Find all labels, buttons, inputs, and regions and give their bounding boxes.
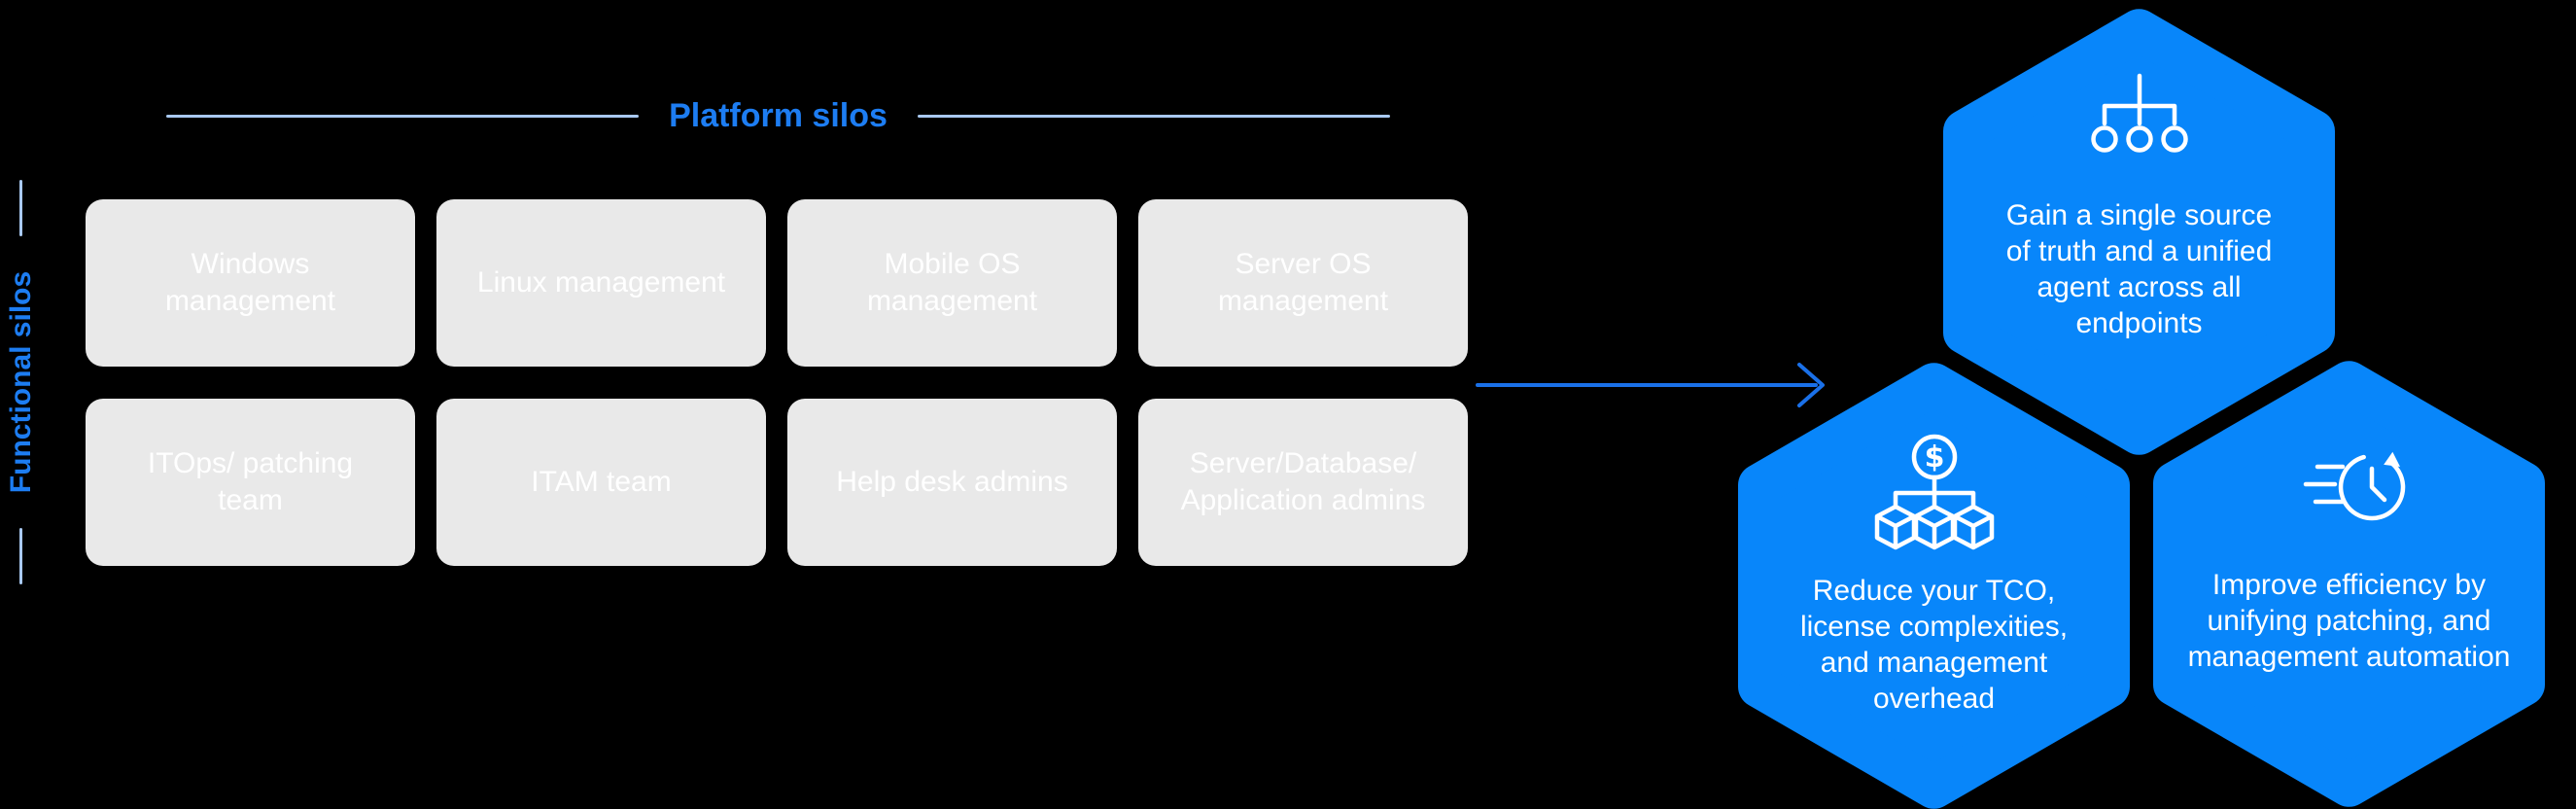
- silo-box-linux-management: Linux management: [436, 199, 766, 367]
- hexagon-shape: [2153, 361, 2545, 807]
- platform-silos-left-line: [166, 115, 639, 118]
- silo-box-server-database-application-admins: Server/Database/ Application admins: [1138, 399, 1468, 566]
- benefit-text-single-source: Gain a single source of truth and a unif…: [2005, 199, 2273, 339]
- benefit-hexagon-reduce-tco: $ Reduce your TCO, license complexities,…: [1738, 361, 2130, 809]
- svg-text:$: $: [1924, 440, 1944, 475]
- silo-box-itops-patching-team: ITOps/ patching team: [86, 399, 415, 566]
- benefit-text-improve-efficiency: Improve efficiency by unifying patching,…: [2187, 569, 2511, 673]
- cost-distribution-icon: $: [1874, 434, 1994, 550]
- platform-silos-label: Platform silos: [669, 97, 888, 134]
- functional-silos-top-line: [19, 180, 22, 236]
- silo-box-windows-management: Windows management: [86, 199, 415, 367]
- benefit-hexagon-improve-efficiency: Improve efficiency by unifying patching,…: [2153, 359, 2545, 809]
- hexagon-shape: [1738, 363, 2130, 809]
- speed-clock-icon: [2303, 451, 2405, 521]
- platform-silos-right-line: [918, 115, 1390, 118]
- silo-box-itam-team: ITAM team: [436, 399, 766, 566]
- functional-silos-bottom-line: [19, 528, 22, 584]
- silo-grid: Windows management Linux management Mobi…: [86, 199, 1468, 566]
- flow-arrow-icon: [1476, 363, 1825, 407]
- benefit-text-reduce-tco: Reduce your TCO, license complexities, a…: [1799, 575, 2069, 715]
- silo-box-mobile-os-management: Mobile OS management: [787, 199, 1117, 367]
- silo-box-help-desk-admins: Help desk admins: [787, 399, 1117, 566]
- silo-box-server-os-management: Server OS management: [1138, 199, 1468, 367]
- hexagon-shape: [1943, 9, 2335, 455]
- sitemap-icon: [2090, 73, 2188, 153]
- benefit-hexagon-single-source: Gain a single source of truth and a unif…: [1943, 7, 2335, 457]
